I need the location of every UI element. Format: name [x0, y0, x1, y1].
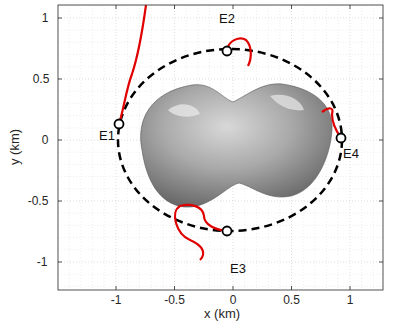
asteroid-highlight	[270, 95, 304, 111]
equilibrium-marker	[115, 120, 124, 129]
asteroid-highlight	[168, 104, 200, 116]
point-label: E4	[343, 147, 359, 160]
tick	[379, 201, 383, 202]
grid-line	[104, 5, 105, 290]
grid-line	[80, 5, 81, 290]
tick	[58, 201, 62, 202]
grid-line	[58, 237, 383, 238]
grid-line	[127, 5, 128, 290]
equilibrium-marker	[223, 47, 232, 56]
point-label: E2	[219, 12, 235, 25]
tick	[291, 5, 292, 9]
grid-line	[58, 262, 383, 263]
tick-label: -0.5	[28, 195, 49, 207]
equilibrium-points	[115, 47, 346, 236]
asteroid	[141, 84, 332, 207]
grid-line	[58, 42, 383, 43]
tick	[291, 286, 292, 290]
trajectory-e3	[175, 205, 227, 260]
grid-line	[58, 213, 383, 214]
tick	[58, 18, 62, 19]
tick	[58, 262, 62, 263]
tick	[379, 79, 383, 80]
grid-line	[58, 54, 383, 55]
trajectory-e1	[119, 5, 146, 124]
tick-label: -1	[111, 294, 122, 306]
grid-line	[373, 5, 374, 290]
tick	[116, 5, 117, 9]
tick	[58, 140, 62, 141]
grid-line	[338, 5, 339, 290]
tick-label: -1	[37, 256, 48, 268]
tick	[58, 79, 62, 80]
tick-label: 0.5	[283, 294, 300, 306]
tick-label: 1	[42, 12, 49, 24]
grid	[58, 5, 383, 290]
tick	[116, 286, 117, 290]
grid-line	[58, 30, 383, 31]
tick	[174, 286, 175, 290]
orbit-ellipse	[118, 49, 342, 231]
point-label: E3	[230, 262, 246, 275]
grid-line	[58, 201, 383, 202]
grid-line	[58, 5, 383, 6]
axis-label: y (km)	[8, 129, 21, 165]
tick-label: 0	[42, 134, 49, 146]
axis-label: x (km)	[204, 307, 240, 320]
tick-marks	[58, 5, 383, 290]
grid-line	[69, 5, 70, 290]
tick	[350, 286, 351, 290]
tick-label: -0.5	[164, 294, 185, 306]
equilibrium-marker	[223, 227, 232, 236]
tick	[379, 140, 383, 141]
grid-line	[58, 286, 383, 287]
tick	[174, 5, 175, 9]
grid-line	[361, 5, 362, 290]
tick	[350, 5, 351, 9]
grid-line	[58, 225, 383, 226]
grid-line	[116, 5, 117, 290]
grid-line	[58, 249, 383, 250]
grid-line	[58, 274, 383, 275]
axes-box	[58, 5, 383, 290]
tick-label: 0	[230, 294, 237, 306]
axes-ground	[58, 5, 383, 290]
grid-line	[58, 91, 383, 92]
grid-line	[92, 5, 93, 290]
tick-label: 0.5	[33, 73, 50, 85]
tick	[233, 286, 234, 290]
grid-line	[58, 66, 383, 67]
equilibrium-marker	[337, 134, 346, 143]
grid-line	[58, 79, 383, 80]
tick	[233, 5, 234, 9]
trajectories	[119, 5, 341, 260]
tick-label: 1	[347, 294, 354, 306]
tick	[379, 262, 383, 263]
tick	[379, 18, 383, 19]
point-label: E1	[99, 129, 115, 142]
